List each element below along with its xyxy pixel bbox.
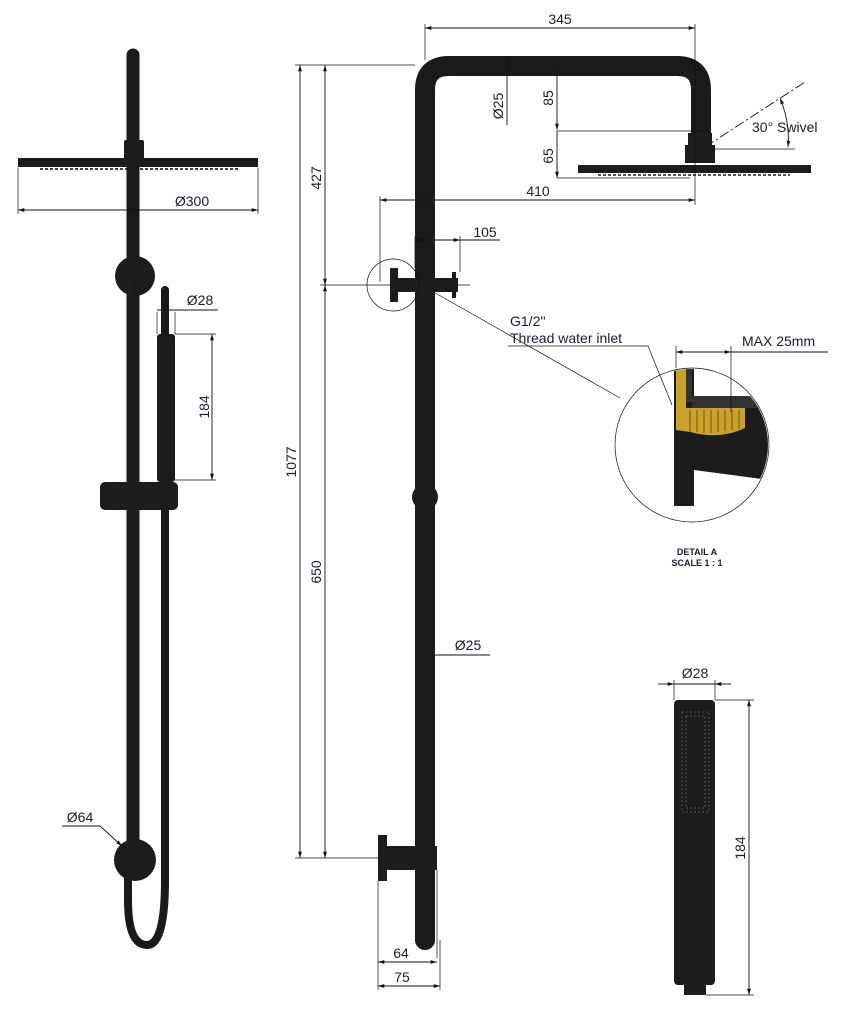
- handshower-length-label: 184: [196, 395, 212, 419]
- handshower-view: Ø28 184: [658, 665, 754, 996]
- arm-drop-label: 85: [540, 90, 556, 106]
- arm-width-label: 345: [548, 11, 572, 27]
- hose: [124, 286, 169, 949]
- total-height-label: 1077: [283, 446, 299, 477]
- rail-joint: [412, 484, 438, 510]
- handshower-length-label-2: 184: [732, 836, 748, 860]
- lower-height-label: 650: [308, 560, 324, 584]
- detail-title: DETAIL A: [677, 547, 718, 557]
- head-connector: [685, 145, 715, 163]
- arm-tube-diameter-label: Ø25: [490, 93, 506, 120]
- swivel-joint: [688, 133, 712, 145]
- slider-bracket: [100, 482, 178, 510]
- riser-and-arm: [415, 56, 711, 950]
- bottom-elbow: [387, 846, 437, 870]
- wall-plate-diameter-label: Ø64: [67, 809, 94, 825]
- rain-head-front: [578, 165, 811, 173]
- inlet-thread-label: G1/2'': [510, 313, 546, 329]
- bottom-wall-plate: [378, 835, 387, 881]
- head-drop-label: 65: [540, 148, 556, 164]
- handshower-diameter-label-2: Ø28: [682, 665, 709, 681]
- head-diameter-label: Ø300: [175, 193, 209, 209]
- detail-scale: SCALE 1 : 1: [671, 558, 722, 568]
- detail-a-callout-circle: [366, 258, 420, 312]
- handshower-diameter-label: Ø28: [187, 292, 214, 308]
- head-projection-label: 410: [526, 183, 550, 199]
- tube-diameter-label: Ø25: [455, 637, 482, 653]
- elbow-width-label: 75: [394, 969, 410, 985]
- side-view: Ø300 Ø28 184 Ø64: [17, 48, 259, 949]
- wall-outlet: [114, 839, 156, 881]
- wall-plate-width-label: 64: [393, 945, 409, 961]
- wall-bracket-upper: [115, 256, 155, 296]
- thread-section: [676, 408, 745, 436]
- max-depth-label: MAX 25mm: [742, 333, 815, 349]
- handshower-side: [157, 334, 175, 482]
- front-view: 345 Ø25 85 65 410 30° Swivel 105 427 107…: [283, 11, 818, 990]
- diverter-width-label: 105: [473, 224, 497, 240]
- handshower-body: [674, 700, 715, 985]
- upper-height-label: 427: [308, 166, 324, 190]
- detail-a: MAX 25mm DETAIL A SCALE 1 : 1: [614, 333, 828, 568]
- swivel-label: 30° Swivel: [752, 119, 818, 135]
- inlet-label: Thread water inlet: [510, 330, 622, 346]
